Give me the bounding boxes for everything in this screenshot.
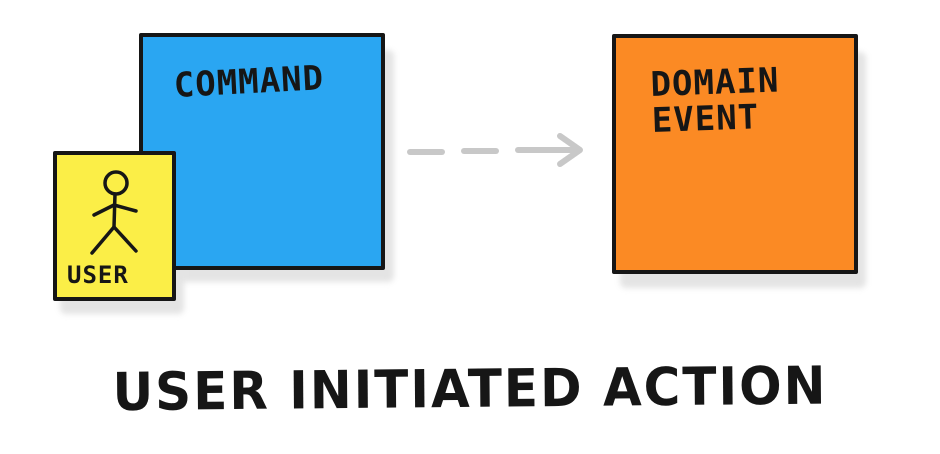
dashed-arrow-icon — [407, 133, 583, 167]
stick-figure-icon — [90, 170, 138, 255]
domain-event-sticky-note: DOMAIN EVENT — [612, 34, 858, 274]
command-label: COMMAND — [172, 58, 326, 106]
domain-event-label: DOMAIN EVENT — [649, 60, 781, 141]
user-sticky-note: USER — [53, 151, 176, 301]
user-label: USER — [67, 261, 129, 289]
diagram-caption: USER INITIATED ACTION — [112, 355, 828, 423]
command-sticky-note: COMMAND — [139, 33, 385, 270]
